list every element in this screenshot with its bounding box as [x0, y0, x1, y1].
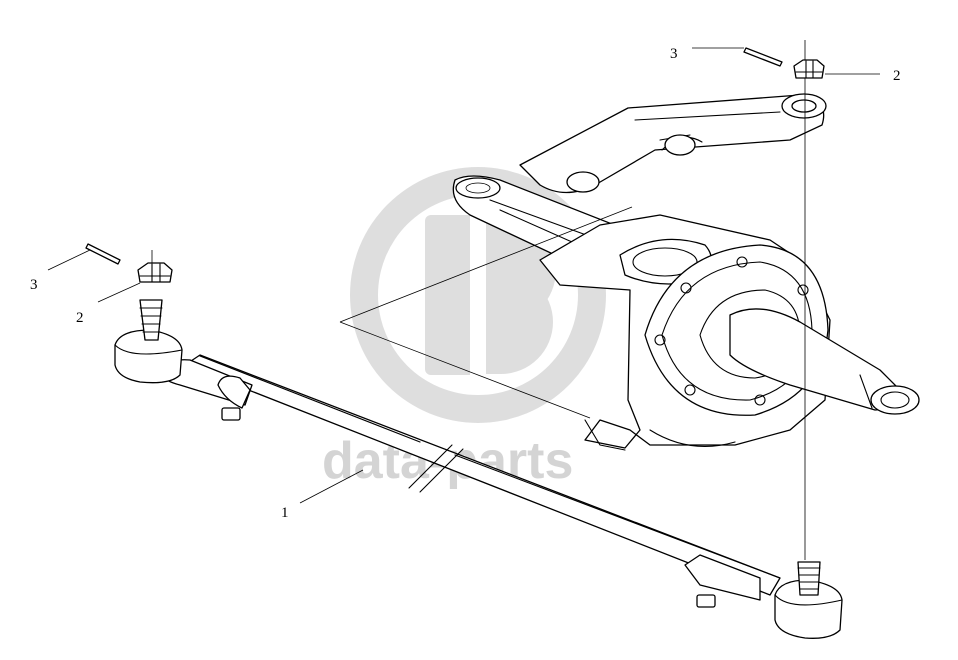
- leader-line: [339, 206, 633, 323]
- castle-nut-left: [137, 250, 173, 283]
- cotter-pin-right: [743, 47, 783, 67]
- callout-2-right: 2: [893, 68, 901, 84]
- cotter-pin-left: [85, 243, 121, 265]
- callout-leader-1: [299, 469, 364, 504]
- callout-2-left: 2: [76, 310, 84, 326]
- steering-arm-upper: [519, 93, 827, 194]
- leader-line: [339, 321, 591, 419]
- callout-leader-2-left: [97, 282, 141, 303]
- castle-nut-right: [793, 59, 825, 79]
- callout-1: 1: [281, 505, 289, 521]
- callout-3-left: 3: [30, 277, 38, 293]
- ball-joint-left: [114, 299, 183, 384]
- ball-joint-right: [774, 561, 843, 639]
- callout-3-right: 3: [670, 46, 678, 62]
- spindle: [729, 308, 920, 415]
- callout-leader-3-left: [47, 249, 91, 271]
